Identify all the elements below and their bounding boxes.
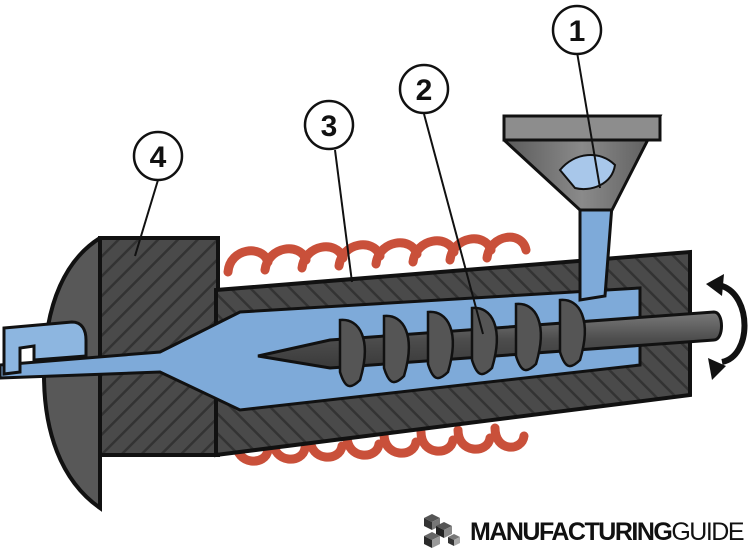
callout-1-label: 1 (569, 15, 586, 48)
brand-wordmark-bold: MANUFACTURING (470, 517, 673, 546)
heater-coils-top (223, 232, 531, 277)
rotation-arrow-icon (706, 274, 748, 380)
callout-1: 1 (551, 4, 603, 56)
screw-flights (338, 298, 587, 388)
manufacturing-guide-logo-icon (424, 514, 460, 548)
extruded-profile (2, 320, 88, 376)
callout-leaders (134, 51, 601, 335)
brand-wordmark-light: GUIDE (671, 517, 744, 546)
screw (257, 298, 723, 388)
brand: MANUFACTURINGGUIDE (418, 512, 745, 552)
callout-4: 4 (132, 130, 184, 182)
callout-3: 3 (303, 99, 355, 151)
callout-2-label: 2 (416, 74, 433, 107)
brand-wordmark: MANUFACTURINGGUIDE (470, 517, 745, 546)
hopper (502, 114, 663, 212)
callout-2: 2 (398, 63, 450, 115)
callout-3-label: 3 (321, 110, 338, 143)
callout-4-label: 4 (150, 141, 167, 174)
